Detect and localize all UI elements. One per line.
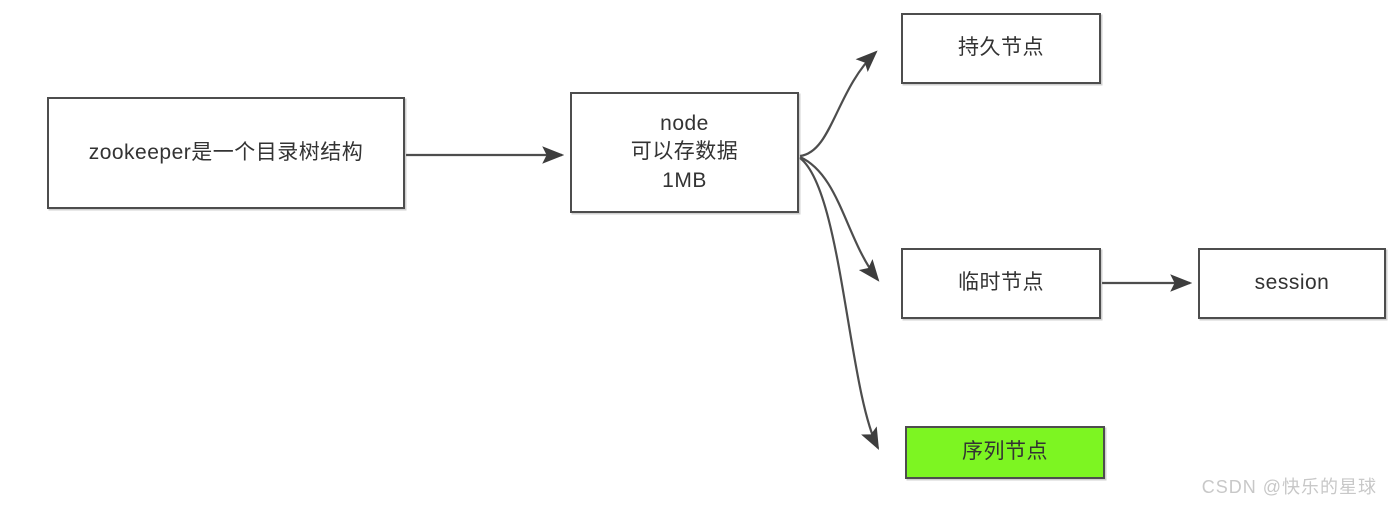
node-box-zookeeper[interactable]: zookeeper是一个目录树结构 (47, 97, 405, 209)
edge-node-to-ephemeral (799, 155, 880, 282)
node-label-session: session (1254, 271, 1330, 295)
node-box-sequence[interactable]: 序列节点 (905, 426, 1105, 479)
node-label-persistent: 持久节点 (958, 36, 1044, 60)
node-label-zookeeper: zookeeper是一个目录树结构 (88, 140, 364, 164)
node-box-ephemeral[interactable]: 临时节点 (901, 248, 1101, 319)
csdn-watermark: CSDN @快乐的星球 (1201, 477, 1377, 497)
node-label-ephemeral: 临时节点 (958, 271, 1044, 295)
node-box-session[interactable]: session (1198, 248, 1386, 319)
node-label-sequence: 序列节点 (962, 440, 1048, 464)
edge-node-to-sequence (799, 157, 880, 450)
edge-node-to-persistent (799, 50, 878, 158)
node-box-persistent[interactable]: 持久节点 (901, 13, 1101, 84)
node-box-node[interactable]: node 可以存数据 1MB (570, 92, 799, 213)
node-label-node: node 可以存数据 1MB (630, 111, 739, 192)
